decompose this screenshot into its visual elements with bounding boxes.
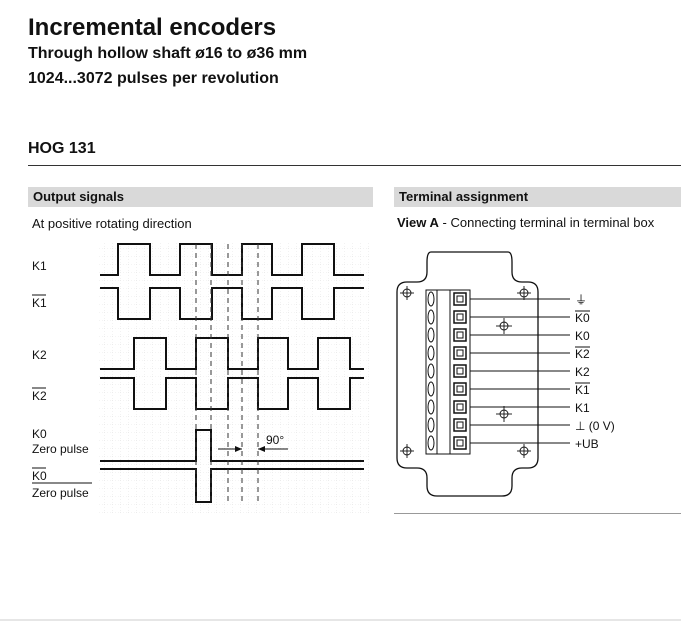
terminal-contact <box>427 399 435 415</box>
terminal-pin-label: +UB <box>575 437 599 451</box>
phase-label: 90° <box>266 433 284 447</box>
terminal-contact <box>427 417 435 433</box>
waveform-k0-bar <box>100 468 364 503</box>
view-a-label: View A <box>397 215 439 230</box>
terminal-screw <box>453 436 467 450</box>
terminal-screw-slot <box>456 385 464 393</box>
terminal-slots <box>427 291 467 451</box>
page-bottom-edge <box>0 619 681 621</box>
terminal-screw-slot <box>456 367 464 375</box>
terminal-contact <box>427 309 435 325</box>
page-subtitle-shaft: Through hollow shaft ø16 to ø36 mm <box>28 45 308 62</box>
terminal-pin-label: K0 <box>575 311 590 325</box>
waveform-k1-bar <box>100 287 364 320</box>
label-k0-zero: Zero pulse <box>32 442 89 456</box>
view-a-description: - Connecting terminal in terminal box <box>438 215 655 230</box>
terminal-screw <box>453 328 467 342</box>
page-title: Incremental encoders <box>28 14 277 41</box>
waveform-k0 <box>100 429 364 462</box>
terminal-pin-label: K2 <box>575 347 590 361</box>
terminal-contact <box>427 291 435 307</box>
label-k1: K1 <box>32 259 47 273</box>
terminal-pin-label: K1 <box>575 401 590 415</box>
terminal-pin-label: ⏚ <box>575 293 587 307</box>
terminal-contact <box>427 345 435 361</box>
direction-note: At positive rotating direction <box>32 216 192 231</box>
waveform-k2-bar <box>100 377 364 410</box>
terminal-screw-slot <box>456 439 464 447</box>
waveform-k1 <box>100 243 364 276</box>
terminal-screw <box>453 364 467 378</box>
terminal-strip-middle <box>436 289 451 455</box>
terminal-bottom-rule <box>394 513 681 514</box>
label-k1-bar: K1 <box>32 296 47 310</box>
terminal-screw-slot <box>456 295 464 303</box>
terminal-contact <box>427 363 435 379</box>
terminal-pin-label: K2 <box>575 365 590 379</box>
label-k2: K2 <box>32 348 47 362</box>
terminal-screw-slot <box>456 421 464 429</box>
view-a-caption: View A - Connecting terminal in terminal… <box>397 215 654 230</box>
model-name: HOG 131 <box>28 140 96 157</box>
label-k0: K0 <box>32 427 47 441</box>
terminal-contact <box>427 435 435 451</box>
terminal-pin-label: ⊥ (0 V) <box>575 419 615 433</box>
terminal-pin-label: K0 <box>575 329 590 343</box>
terminal-contact <box>427 381 435 397</box>
label-k2-bar: K2 <box>32 389 47 403</box>
terminal-screw <box>453 418 467 432</box>
terminal-screw-slot <box>456 403 464 411</box>
output-signals-header: Output signals <box>28 187 373 207</box>
terminal-screw <box>453 346 467 360</box>
terminal-screw-slot <box>456 349 464 357</box>
terminal-screw <box>453 400 467 414</box>
terminal-contact <box>427 327 435 343</box>
terminal-screw <box>453 310 467 324</box>
mounting-holes <box>400 286 531 458</box>
terminal-pin-label: K1 <box>575 383 590 397</box>
terminal-screw <box>453 382 467 396</box>
label-k0-bar-zero: Zero pulse <box>32 486 89 500</box>
page-subtitle-pulses: 1024...3072 pulses per revolution <box>28 70 279 87</box>
header-divider <box>28 165 681 166</box>
terminal-assignment-header: Terminal assignment <box>394 187 681 207</box>
terminal-wires <box>470 298 570 444</box>
terminal-screw-slot <box>456 331 464 339</box>
reference-lines <box>195 244 259 504</box>
waveform-k2 <box>100 337 364 370</box>
terminal-screw-slot <box>456 313 464 321</box>
label-k0-bar: K0 <box>32 469 47 483</box>
terminal-screw <box>453 292 467 306</box>
